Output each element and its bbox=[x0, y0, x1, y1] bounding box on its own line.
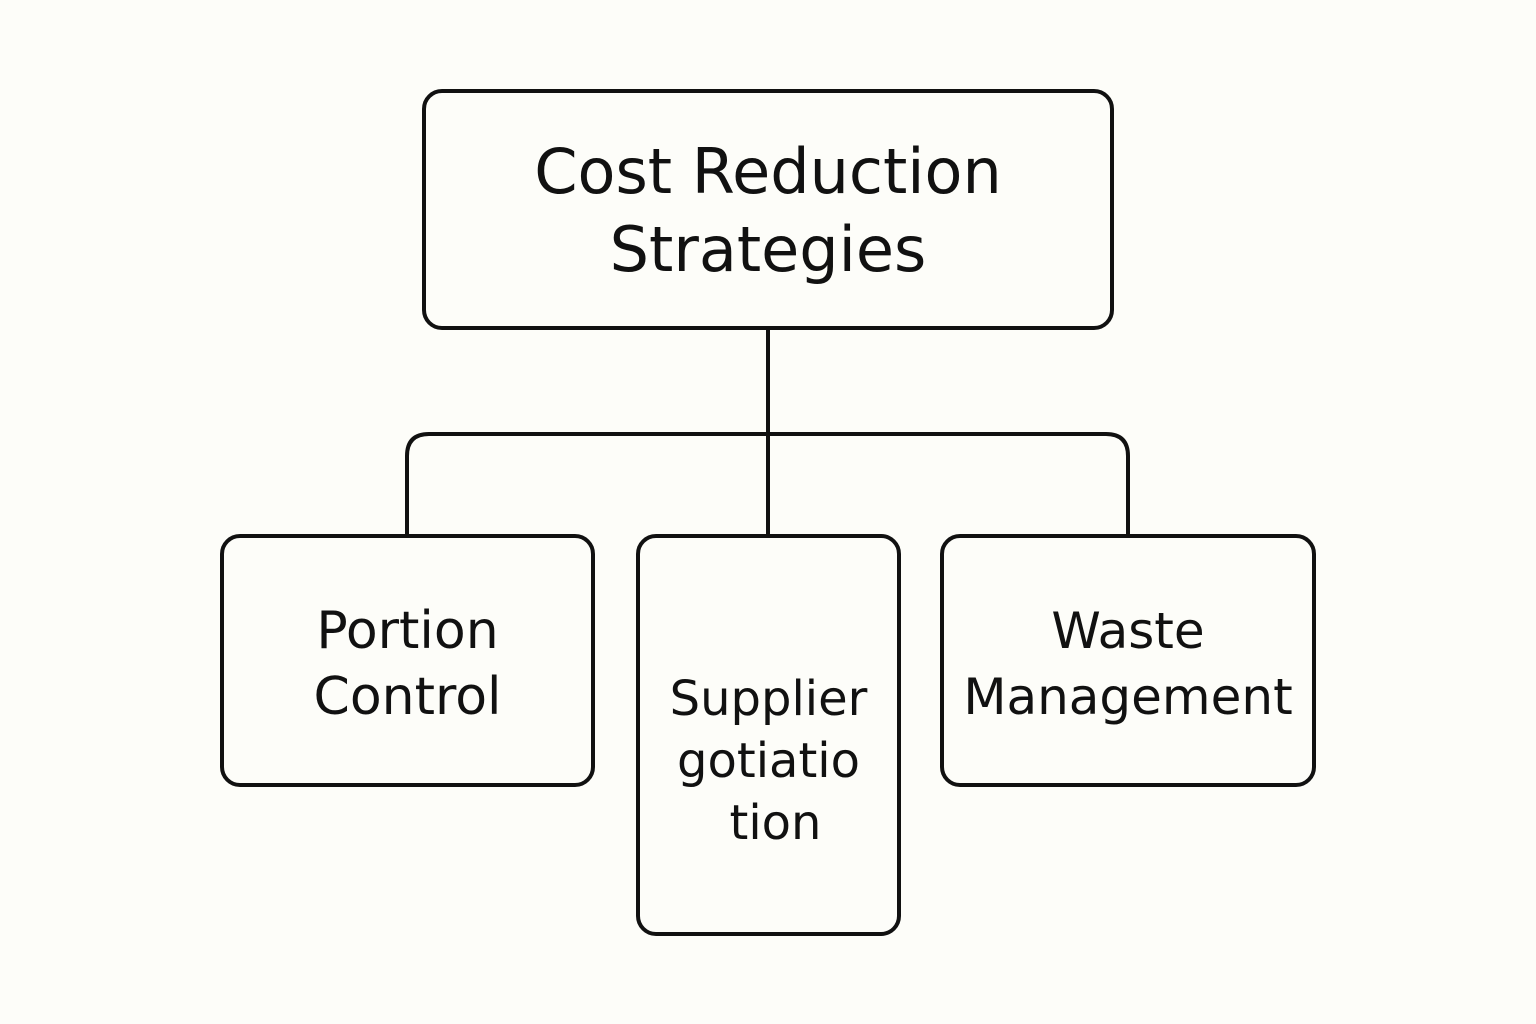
supplier-label-line-3: tion bbox=[729, 795, 822, 851]
root-label-line-1: Cost Reduction bbox=[534, 135, 1002, 208]
waste-label-line-1: Waste bbox=[1051, 602, 1205, 660]
portion-label-line-1: Portion bbox=[316, 601, 499, 661]
child-node-portion-control: Portion Control bbox=[220, 534, 595, 787]
supplier-label-line-2: gotiatio bbox=[677, 733, 860, 789]
root-node-cost-reduction-strategies: Cost Reduction Strategies bbox=[422, 89, 1114, 330]
waste-label-line-2: Management bbox=[963, 668, 1293, 726]
child-node-waste-management: Waste Management bbox=[940, 534, 1316, 787]
portion-label-line-2: Control bbox=[313, 667, 502, 727]
root-label-line-2: Strategies bbox=[609, 213, 927, 286]
supplier-label-line-1: Supplier bbox=[669, 671, 868, 727]
child-node-supplier-negotiation: Supplier gotiatio tion bbox=[636, 534, 901, 936]
